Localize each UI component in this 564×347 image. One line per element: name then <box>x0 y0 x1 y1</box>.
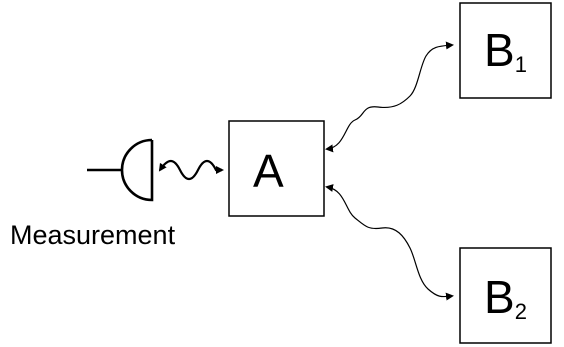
node-b2-box <box>459 247 552 344</box>
detector-to-a-wavy-link <box>158 159 224 181</box>
node-b1-box <box>459 2 552 99</box>
a-to-b1-wavy-link <box>325 41 454 153</box>
a-to-b2-wavy-link <box>325 184 454 301</box>
node-b2-label: B2 <box>484 271 527 324</box>
measurement-label: Measurement <box>10 220 176 250</box>
node-b1-subscript: 1 <box>515 52 527 77</box>
node-a-box <box>228 120 325 217</box>
node-b1-letter: B <box>484 24 515 76</box>
node-a-label: A <box>253 145 284 197</box>
node-b1-label: B1 <box>484 24 527 77</box>
node-b2-subscript: 2 <box>515 299 527 324</box>
measurement-detector-icon <box>87 138 154 202</box>
node-b2-letter: B <box>484 271 515 323</box>
